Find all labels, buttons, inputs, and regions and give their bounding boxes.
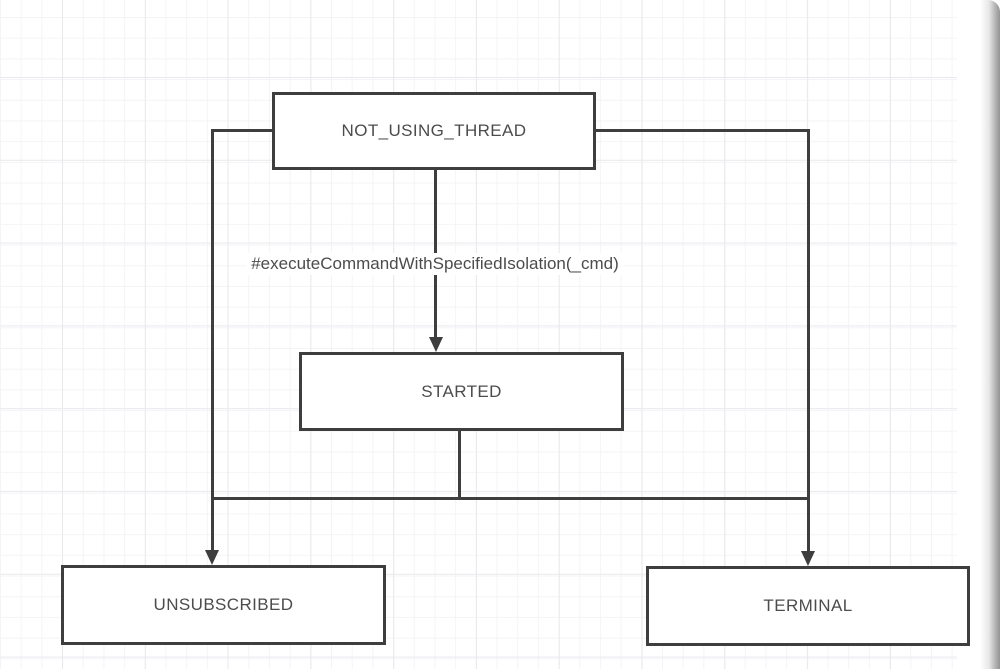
node-not-using-thread-label: NOT_USING_THREAD — [341, 121, 527, 140]
edge-notusingthread-terminal-horizontal[interactable] — [594, 129, 810, 132]
edge-branch-horizontal[interactable] — [211, 497, 810, 500]
node-started[interactable]: STARTED — [299, 352, 624, 431]
edge-started-branch-vertical[interactable] — [458, 429, 461, 500]
node-unsubscribed-label: UNSUBSCRIBED — [153, 595, 294, 614]
arrowhead-into-started — [428, 337, 443, 352]
node-not-using-thread[interactable]: NOT_USING_THREAD — [272, 92, 596, 170]
edge-label-execute-command[interactable]: #executeCommandWithSpecifiedIsolation(_c… — [246, 253, 624, 275]
page-edge-shadow — [980, 0, 1000, 669]
edge-notusingthread-unsubscribed-horizontal[interactable] — [212, 129, 274, 132]
node-started-label: STARTED — [421, 381, 502, 401]
node-terminal-label: TERMINAL — [763, 596, 853, 615]
arrowhead-into-unsubscribed — [205, 550, 219, 565]
edge-notusingthread-unsubscribed-vertical[interactable] — [211, 129, 214, 551]
node-terminal[interactable]: TERMINAL — [646, 566, 970, 646]
edge-notusingthread-terminal-vertical[interactable] — [807, 129, 810, 552]
node-unsubscribed[interactable]: UNSUBSCRIBED — [61, 565, 386, 645]
arrowhead-into-terminal — [801, 551, 815, 566]
